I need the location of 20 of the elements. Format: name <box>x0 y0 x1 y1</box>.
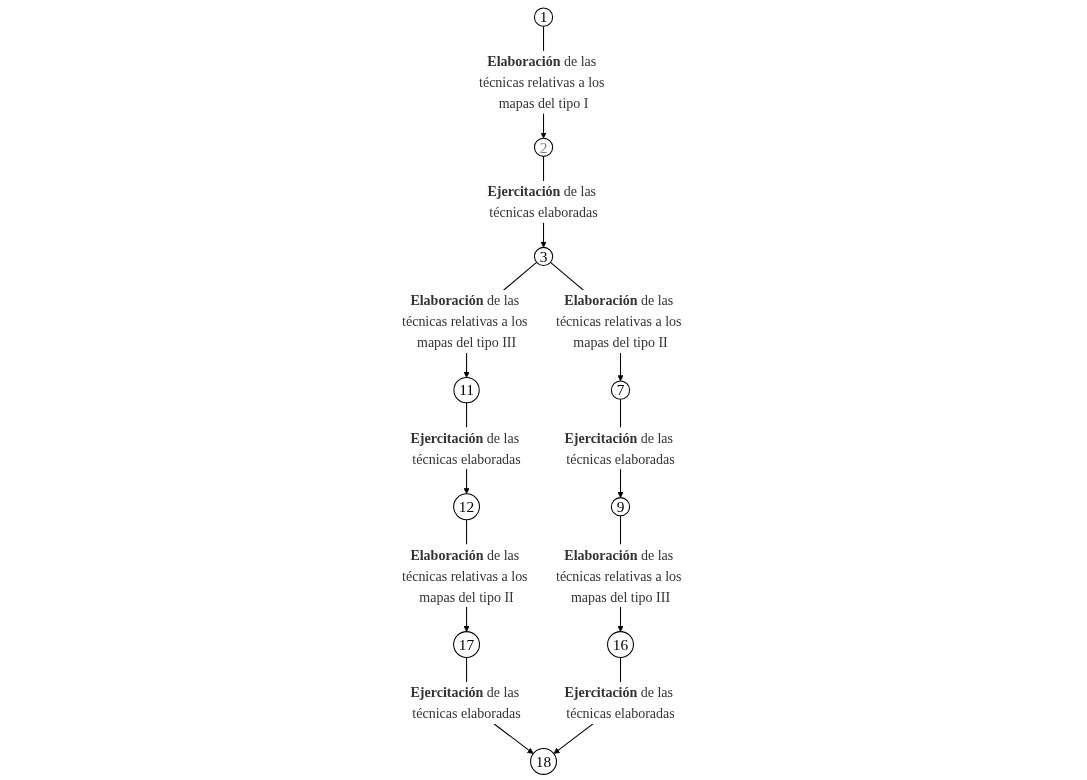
node-circle: 12 <box>453 493 480 521</box>
edge-label: Ejercitación de las técnicas elaboradas <box>410 684 521 722</box>
edge-label: Ejercitación de las técnicas elaboradas <box>410 430 521 467</box>
node-circle: 18 <box>530 747 557 775</box>
edge-label: Elaboración de las técnicas relativas a los mapas del tipo III <box>402 292 528 351</box>
node-circle: 3 <box>533 246 554 267</box>
node-circle: 2 <box>533 137 554 157</box>
node-circle: 11 <box>453 377 480 404</box>
node-circle: 16 <box>607 631 634 659</box>
node-circle: 9 <box>610 497 631 517</box>
edge-label: Elaboración de las técnicas relativas a los mapas del tipo II <box>555 292 682 351</box>
edge-label: Elaboración de las técnicas relativas a los mapas del tipo I <box>478 53 605 111</box>
edge-label: Elaboración de las técnicas relativas a los mapas del tipo III <box>555 546 682 605</box>
edge-label: Ejercitación de las técnicas elaboradas <box>487 183 598 221</box>
node-circle: 17 <box>453 631 480 659</box>
node-circle: 7 <box>610 380 631 400</box>
edge-label: Ejercitación de las técnicas elaboradas <box>564 430 675 467</box>
edge-label: Elaboración de las técnicas relativas a los mapas del tipo II <box>402 546 528 605</box>
edge-label: Ejercitación de las técnicas elaboradas <box>564 684 675 722</box>
node-circle: 1 <box>533 7 554 27</box>
